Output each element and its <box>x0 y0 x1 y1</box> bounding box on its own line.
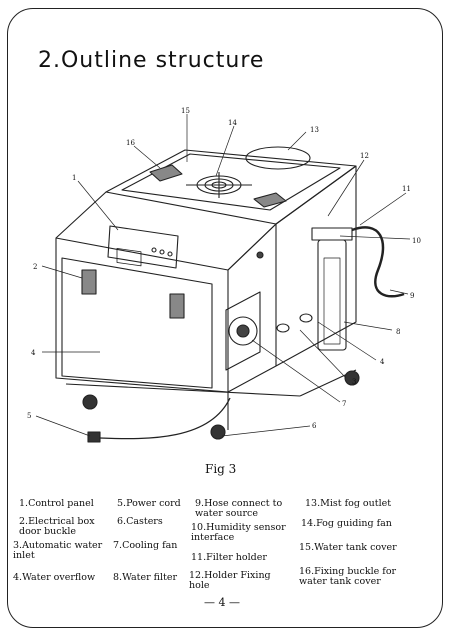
water-hose <box>351 226 405 298</box>
callout-3: 3 <box>352 378 356 386</box>
legend-item-13: 13.Mist fog outlet <box>305 498 392 509</box>
water-filter <box>317 239 347 351</box>
legend-item-7: 7.Cooling fan <box>113 540 178 551</box>
door-buckle-left <box>81 269 97 295</box>
legend-item-6: 6.Casters <box>117 516 163 527</box>
callout-12: 12 <box>360 152 369 160</box>
legend-item-10: 10.Humidity sensor interface <box>191 522 286 543</box>
mist-outlet <box>245 146 311 170</box>
callout-4b: 4 <box>380 358 385 366</box>
page-border <box>7 8 443 628</box>
figure-caption: Fig 3 <box>205 462 237 476</box>
callout-14: 14 <box>228 119 237 127</box>
filter-holder <box>311 227 353 241</box>
callout-2: 2 <box>33 263 37 271</box>
legend-item-14: 14.Fog guiding fan <box>301 518 392 529</box>
legend-item-1: 1.Control panel <box>19 498 94 509</box>
legend-item-4: 4.Water overflow <box>13 572 96 583</box>
callout-15: 15 <box>181 107 190 115</box>
front-door <box>61 257 213 389</box>
callout-9: 9 <box>410 292 414 300</box>
callout-4: 4 <box>31 349 36 357</box>
callout-13: 13 <box>310 126 319 134</box>
callout-10: 10 <box>412 237 421 245</box>
callout-7: 7 <box>342 400 346 408</box>
door-buckle-right <box>169 293 185 319</box>
legend-item-12: 12.Holder Fixing hole <box>189 570 271 591</box>
caster <box>344 370 360 386</box>
side-face <box>227 223 277 393</box>
page-number: — 4 — <box>204 596 240 609</box>
legend-item-11: 11.Filter holder <box>191 552 267 563</box>
legend-item-5: 5.Power cord <box>117 498 181 509</box>
callout-6: 6 <box>312 422 317 430</box>
callout-11: 11 <box>402 185 411 193</box>
callout-16: 16 <box>126 139 135 147</box>
tank-cover-buckle-left <box>149 164 183 182</box>
power-cord <box>99 397 231 440</box>
callout-1: 1 <box>72 174 76 182</box>
legend-item-2: 2.Electrical box door buckle <box>19 516 95 537</box>
legend-item-3: 3.Automatic water inlet <box>13 540 103 561</box>
legend-item-9: 9.Hose connect to water source <box>195 498 283 519</box>
legend-item-8: 8.Water filter <box>113 572 178 583</box>
top-surface <box>105 149 357 225</box>
legend-item-15: 15.Water tank cover <box>299 542 397 553</box>
caster <box>82 394 98 410</box>
control-panel <box>107 225 179 269</box>
legend-item-16: 16.Fixing buckle for water tank cover <box>299 566 397 587</box>
callout-5: 5 <box>27 412 31 420</box>
caster <box>210 424 226 440</box>
page-title: 2.Outline structure <box>38 48 265 73</box>
tank-cover-buckle-right <box>253 192 287 208</box>
cooling-fan <box>225 291 261 371</box>
callout-8: 8 <box>396 328 400 336</box>
